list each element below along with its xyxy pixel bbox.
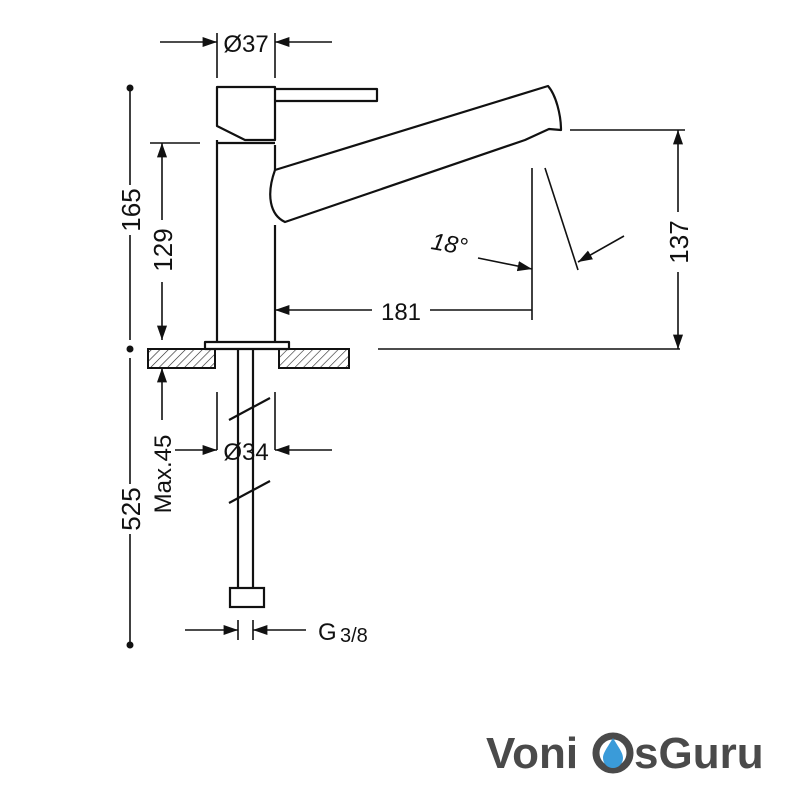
water-drop-icon [592, 732, 634, 774]
handle-cap [215, 85, 277, 142]
spout [269, 84, 563, 224]
dim-body-diameter: Ø37 [223, 31, 268, 58]
brand-logo: Voni sGuru [486, 729, 764, 778]
dimension-lines [126, 33, 685, 649]
countertop-right [278, 348, 350, 369]
dim-total-height: 165 [116, 188, 146, 231]
supply-hose [228, 349, 271, 609]
connector-nut [228, 586, 266, 609]
countertop-left [147, 348, 216, 369]
brand-text-left: Voni [486, 729, 578, 778]
dim-max-thickness: Max.45 [150, 435, 177, 514]
dim-hose-length: 525 [116, 487, 146, 530]
dim-thread-fraction: 3/8 [340, 625, 368, 647]
dim-body-height: 129 [148, 228, 178, 271]
dim-shank-diameter: Ø34 [223, 439, 268, 466]
dim-thread-letter: G [318, 619, 337, 646]
base-flange [203, 340, 291, 351]
handle-lever [275, 87, 379, 103]
faucet-column [215, 140, 277, 342]
dim-spout-height: 137 [664, 220, 694, 263]
faucet-outline [203, 84, 563, 351]
dim-spout-reach: 181 [381, 299, 421, 326]
brand-text-right: sGuru [634, 729, 764, 778]
dim-spout-angle: 18° [429, 228, 470, 261]
